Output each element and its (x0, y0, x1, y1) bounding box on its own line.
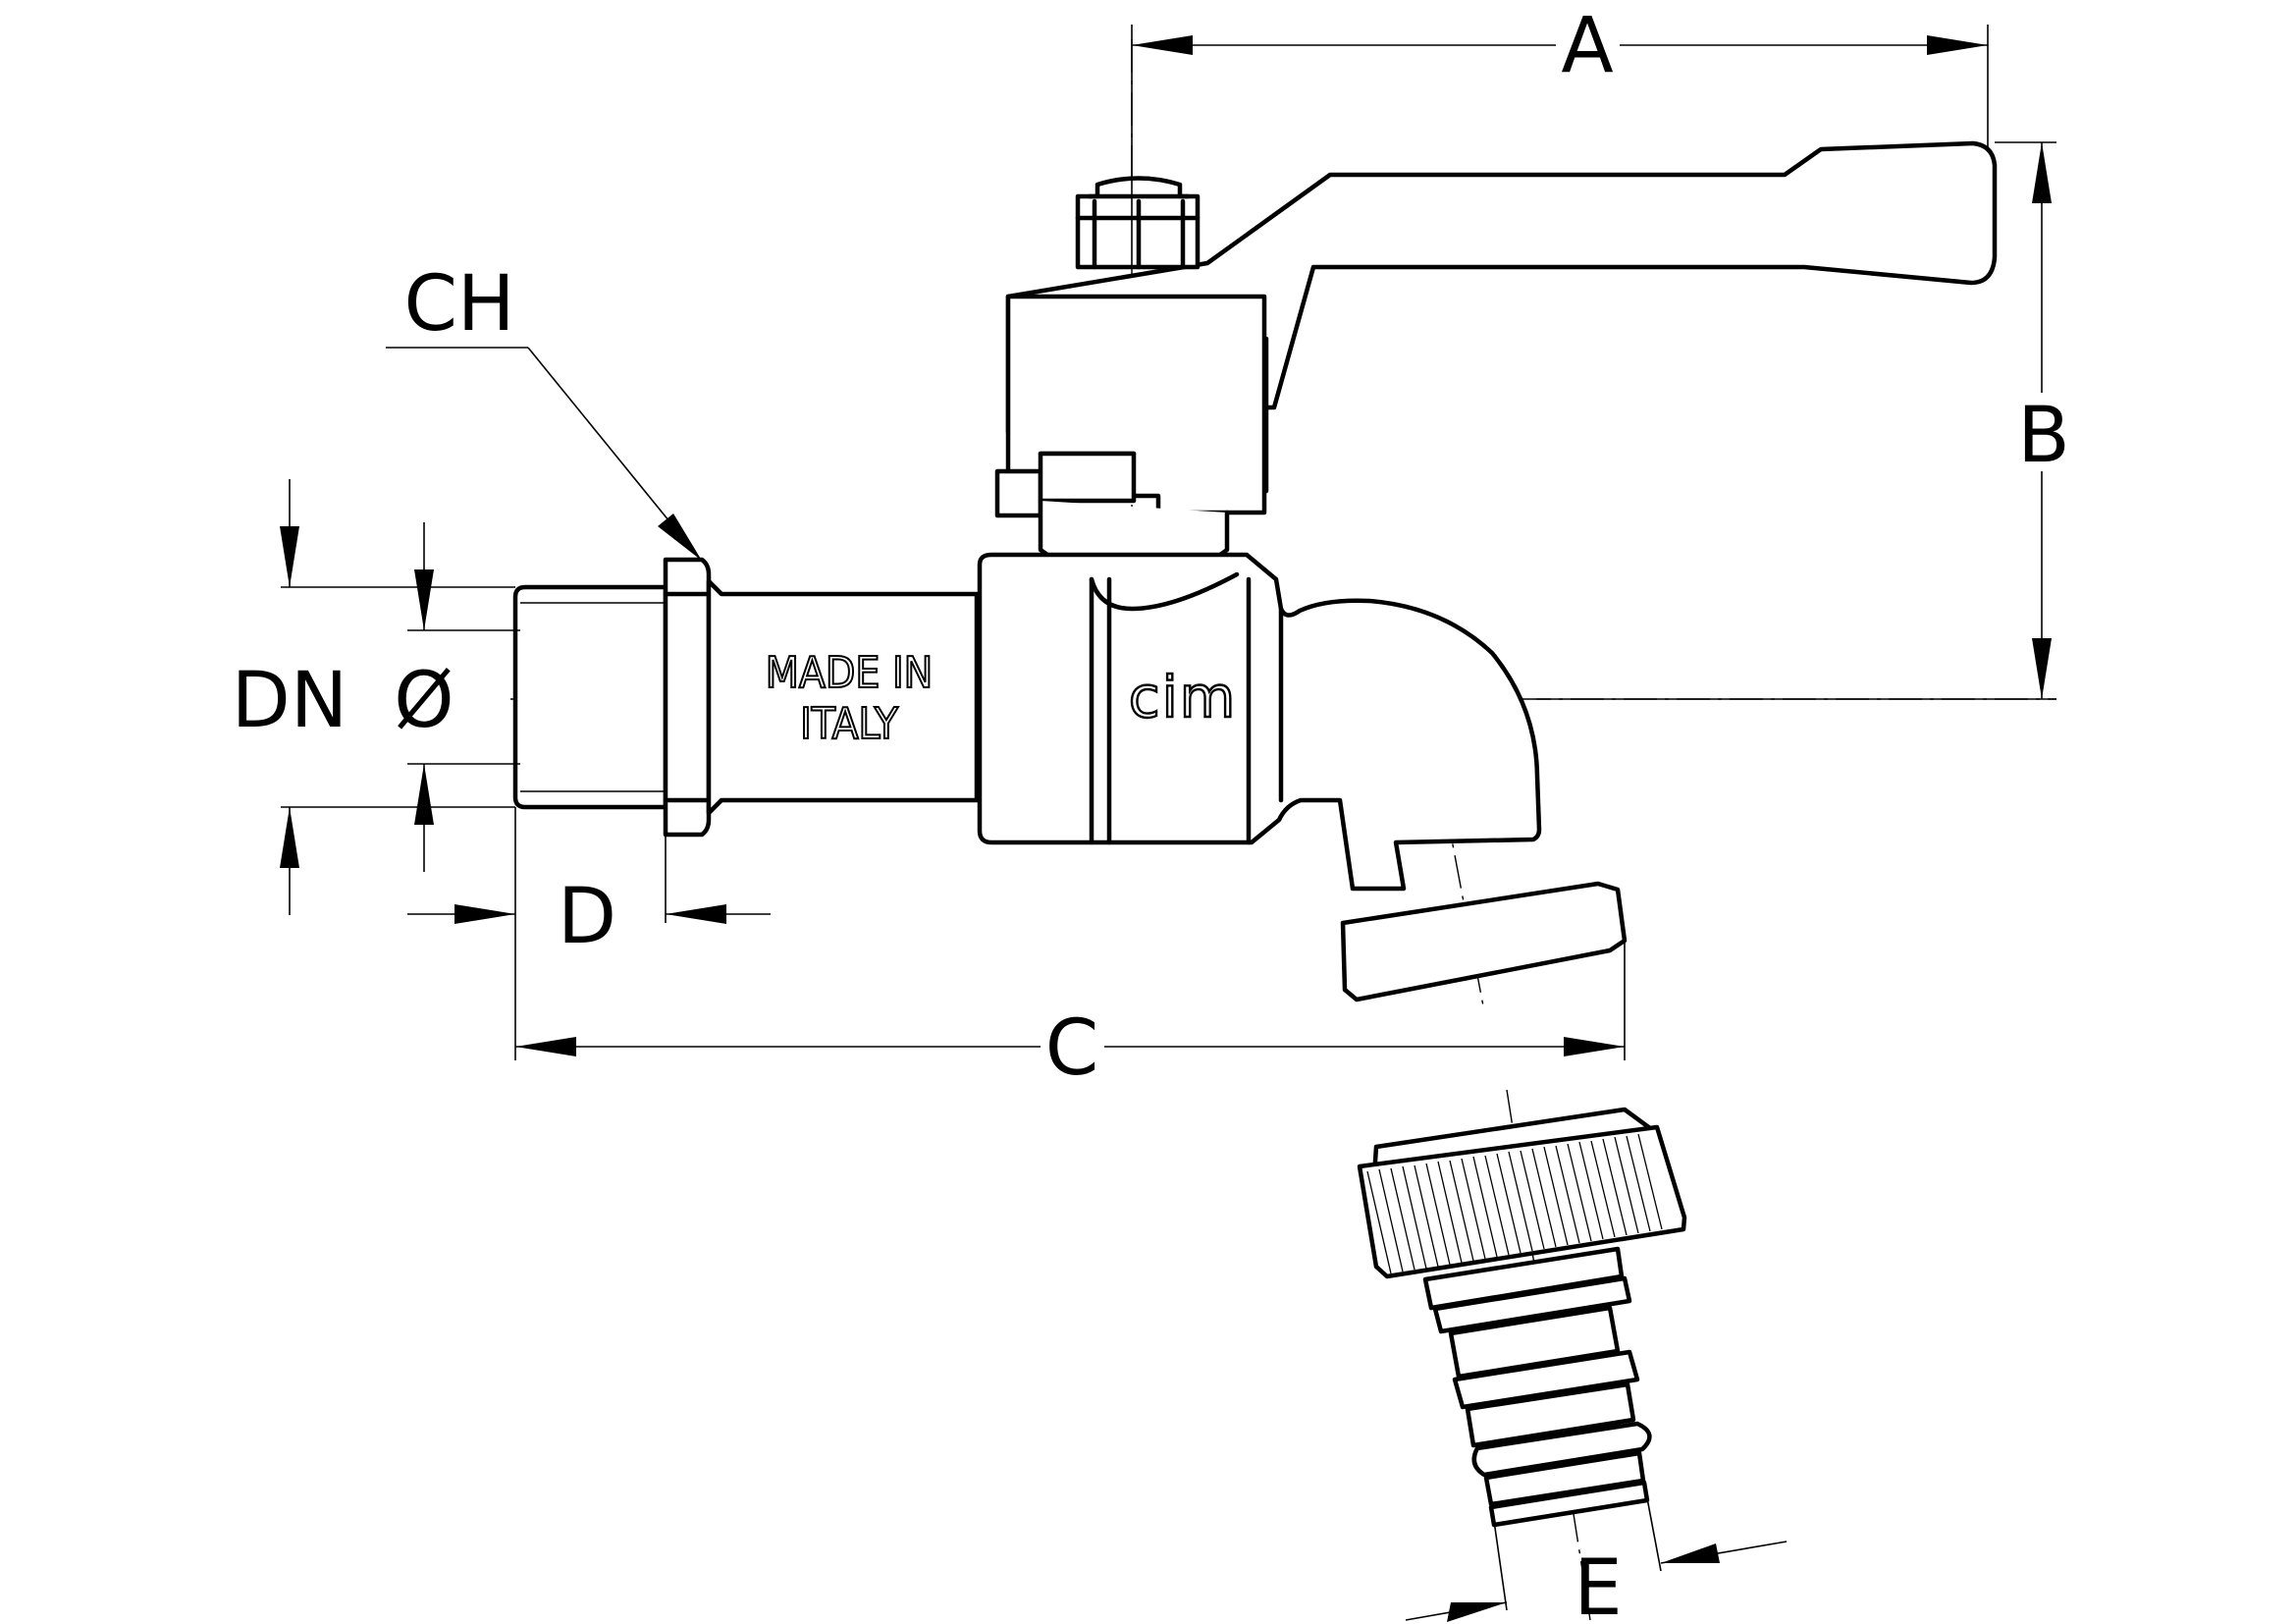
ball-valve (512, 140, 1998, 1002)
hose-connector (1357, 1107, 1687, 1528)
made-in-text: MADE IN (766, 648, 934, 698)
label-diameter: Ø (394, 657, 454, 745)
dimension-labels: A B CH DN Ø D C E (232, 2, 2070, 1624)
spout-nozzle (1340, 881, 1628, 1002)
threaded-end (512, 584, 668, 810)
label-dn: DN (232, 657, 347, 745)
label-e: E (1574, 1544, 1622, 1624)
dimension-lines (280, 25, 2056, 1622)
label-ch: CH (403, 260, 514, 349)
hex-nut-ch (663, 557, 712, 838)
valve-body (977, 552, 1542, 892)
knurled-ring (1357, 1124, 1687, 1279)
label-c: C (1045, 1004, 1098, 1093)
label-b: B (2017, 392, 2070, 480)
label-a: A (1561, 2, 1613, 90)
body-markings: MADE IN ITALY cim (765, 647, 1238, 750)
cim-logo: cim (1129, 664, 1238, 731)
label-d: D (558, 873, 616, 961)
italy-text: ITALY (800, 699, 899, 749)
